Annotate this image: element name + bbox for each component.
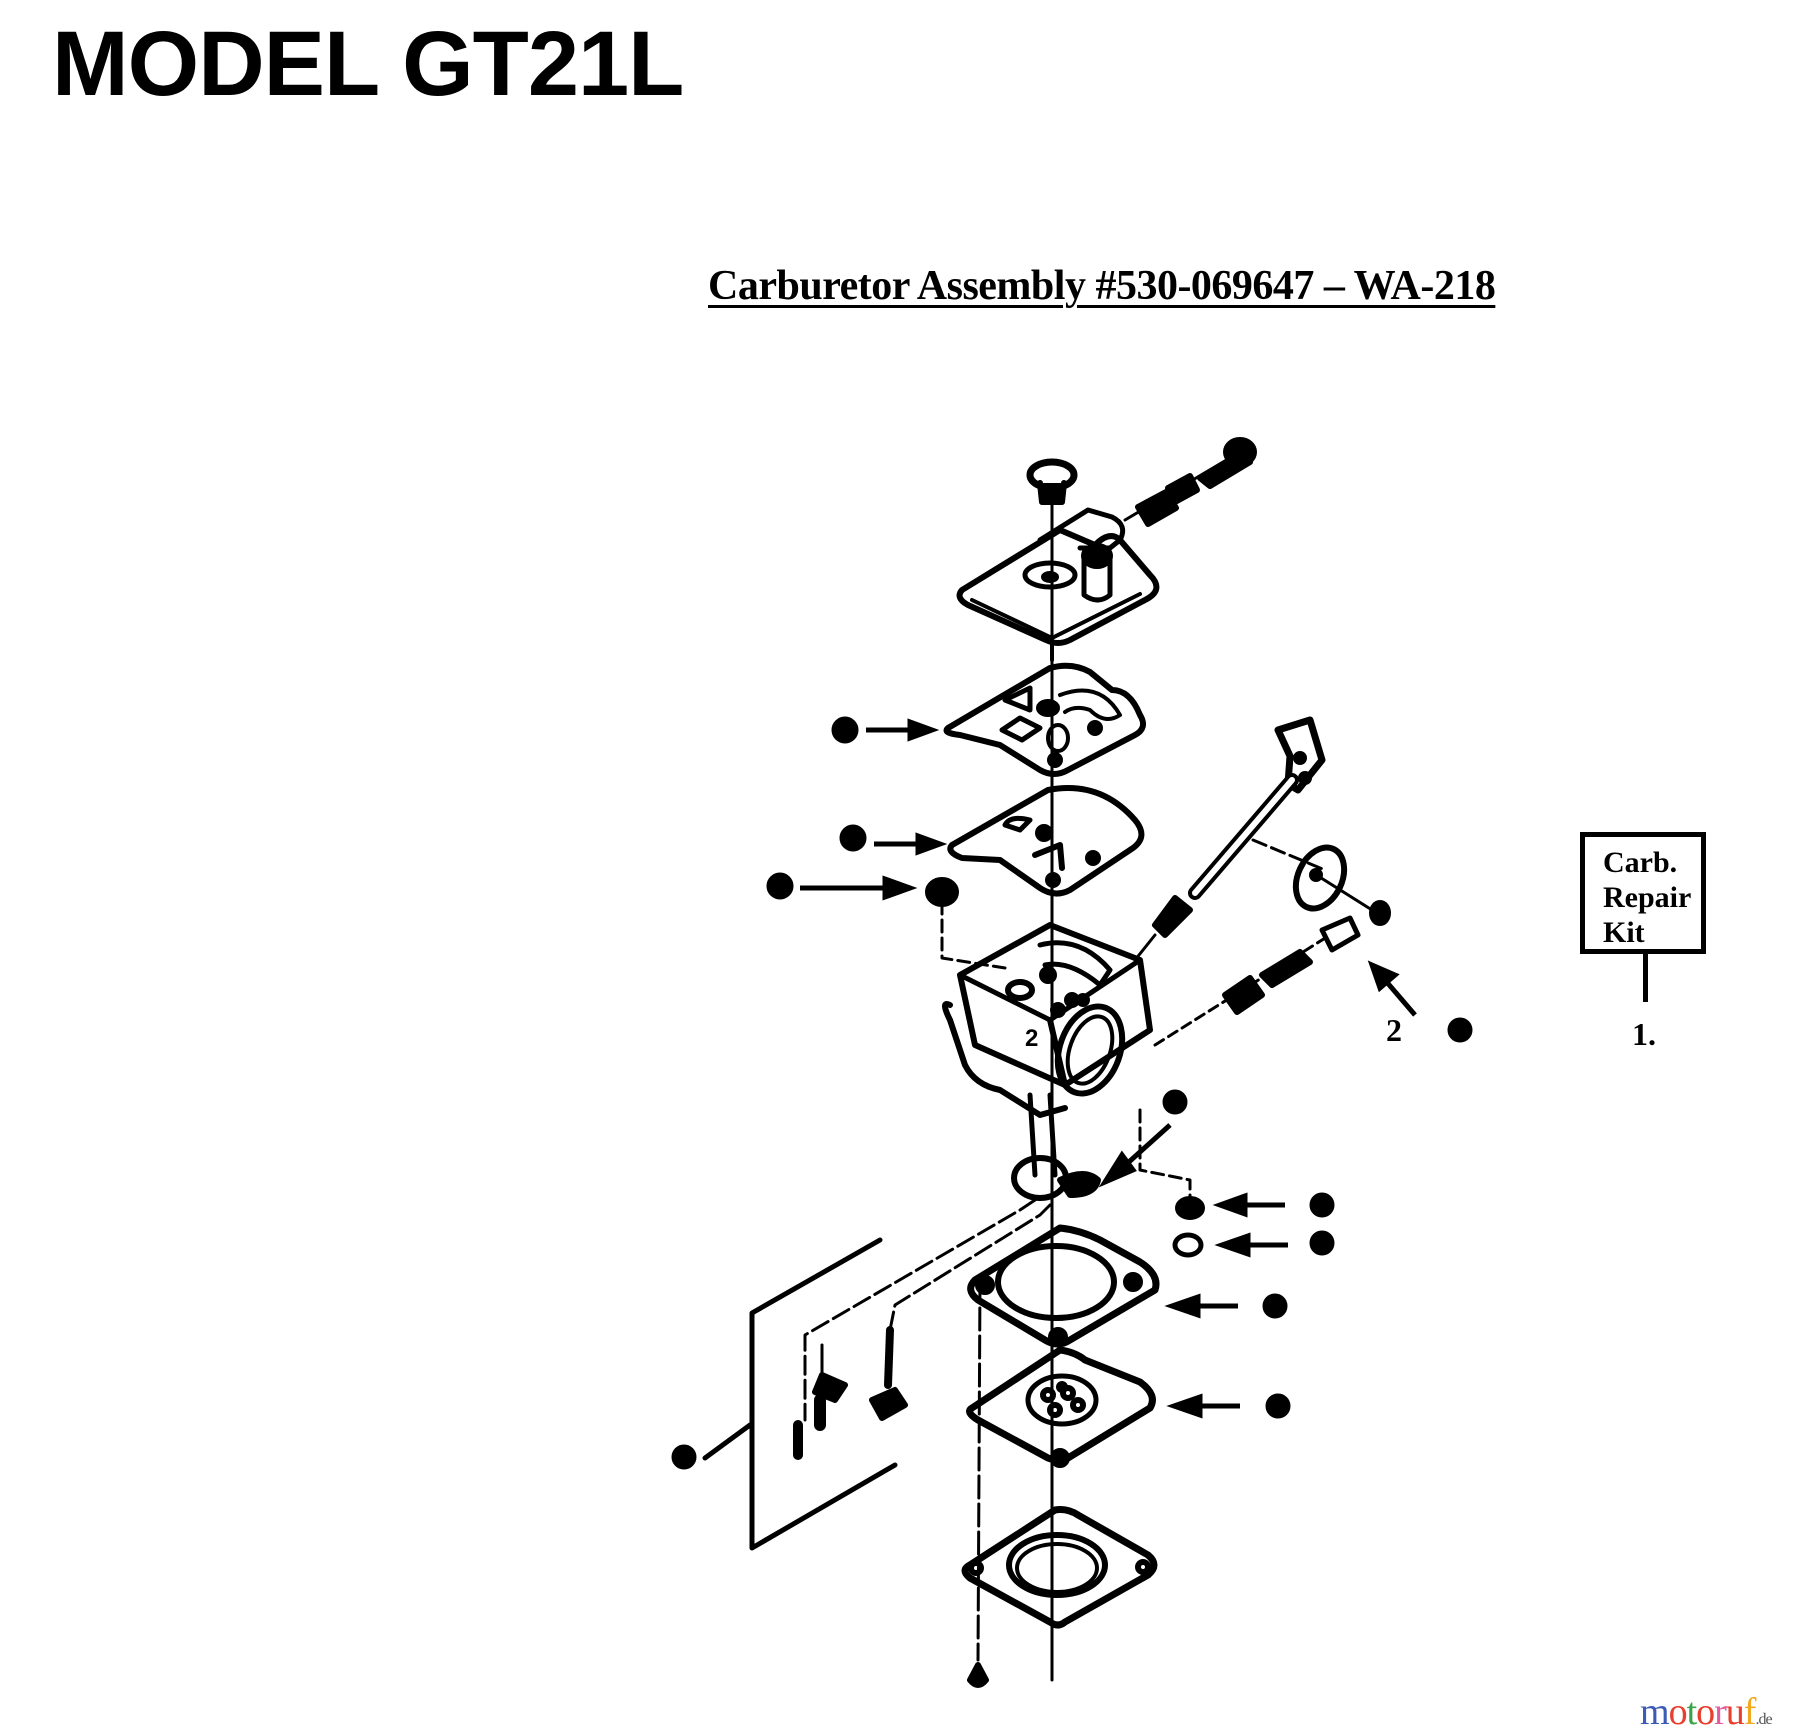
repair-kit-line-2: Repair [1603,881,1692,914]
pump-diaphragm-part [966,1346,1156,1468]
model-title: MODEL GT21L [52,13,684,115]
kit-marker-dot [1309,1192,1335,1218]
svg-text:2: 2 [1025,1025,1038,1052]
kit-marker-dot [839,824,867,852]
watermark-letter: f [1743,1691,1757,1733]
watermark-letter: t [1686,1691,1698,1733]
watermark-letter: m [1640,1691,1670,1733]
repair-kit-box: Carb. Repair Kit [1580,832,1706,954]
fuel-pump-part [702,1092,1101,1551]
kit-marker-dot [831,716,859,744]
assembly-title: Carburetor Assembly #530-069647 – WA-218 [708,263,1496,309]
part-ref-number: 2 [1386,1012,1402,1048]
adjust-screw-part [1153,915,1361,1047]
watermark-letter: o [1668,1691,1688,1733]
kit-marker-dot [1265,1393,1291,1419]
throttle-shaft-part [1133,716,1391,962]
bottom-cover-part [961,1506,1158,1629]
carburetor-body-part: 2 [942,922,1153,1118]
repair-kit-ref-number: 1. [1632,1016,1656,1052]
watermark-letter: r [1714,1691,1727,1733]
gasket-1-part [943,662,1147,777]
repair-kit-line-3: Kit [1603,916,1645,949]
repair-kit-line-1: Carb. [1603,846,1678,879]
watermark-suffix: .de [1755,1711,1772,1728]
gasket-2-part [947,785,1145,897]
repair-kit-stem [1643,954,1648,1002]
watermark-logo: motoruf.de [1640,1690,1773,1734]
kit-marker-dot [1262,1293,1288,1319]
kit-marker-dot [1162,1089,1188,1115]
watermark-letter: o [1696,1691,1715,1733]
pump-gasket-part [967,1224,1160,1348]
kit-markers [671,716,1473,1470]
watermark-letter: u [1725,1691,1745,1733]
kit-marker-dot [1309,1230,1335,1256]
kit-marker-dot [671,1444,697,1470]
kit-marker-dot [1447,1017,1473,1043]
top-cover-part [956,437,1257,662]
kit-marker-dot [766,872,794,900]
